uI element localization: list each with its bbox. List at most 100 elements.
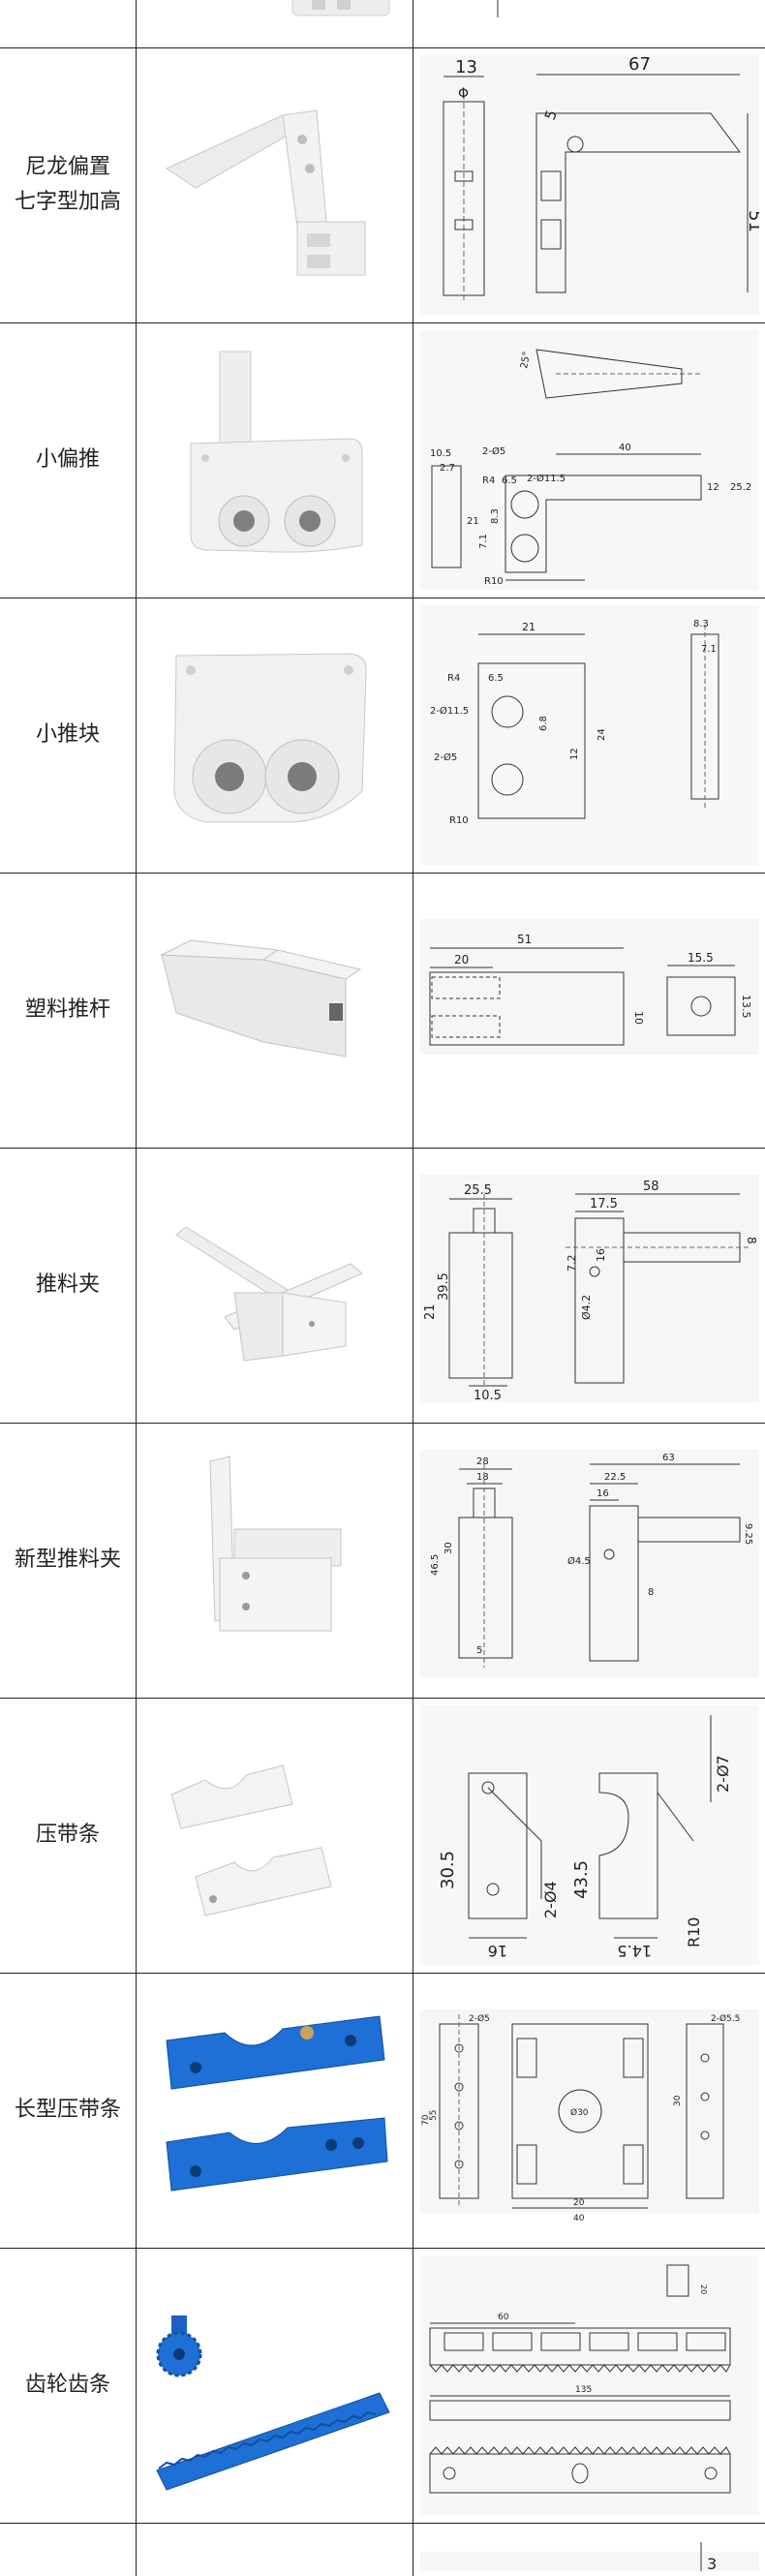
column-divider — [136, 0, 137, 2576]
table-row: 尼龙偏置 七字型加高 13 Φ — [0, 47, 765, 322]
svg-text:3: 3 — [707, 2555, 717, 2571]
table-row: 压带条 30.5 2-Ø4 16 43.5 — [0, 1698, 765, 1973]
table-row — [0, 0, 765, 47]
technical-drawing: 25.5 21 39.5 10.5 58 17.5 8 7.2 16 Ø4. — [414, 1148, 765, 1423]
svg-text:30: 30 — [444, 1542, 454, 1554]
product-name: 小偏推 — [35, 446, 100, 472]
product-name: 塑料推杆 — [24, 997, 110, 1022]
svg-text:Ø30: Ø30 — [570, 2107, 589, 2118]
product-photo — [138, 2523, 413, 2576]
svg-text:25.5: 25.5 — [464, 1183, 492, 1198]
technical-drawing — [414, 0, 765, 47]
product-name: 尼龙偏置 七字型加高 — [14, 154, 121, 214]
svg-text:43.5: 43.5 — [571, 1860, 592, 1899]
product-photo — [138, 1148, 413, 1423]
table-row: 齿轮齿条 20 60 — [0, 2248, 765, 2523]
svg-text:R4: R4 — [482, 475, 495, 486]
svg-text:24: 24 — [597, 728, 607, 741]
svg-text:40: 40 — [619, 443, 631, 453]
svg-text:Φ: Φ — [458, 86, 469, 102]
product-name: 齿轮齿条 — [24, 2372, 110, 2397]
product-photo — [138, 1423, 413, 1698]
svg-text:2-Ø5: 2-Ø5 — [469, 2013, 490, 2024]
technical-drawing: 3 — [414, 2523, 765, 2576]
table-row: 长型压带条 2-Ø5 70 — [0, 1973, 765, 2248]
svg-text:18: 18 — [476, 1472, 489, 1483]
svg-text:Ø4.5: Ø4.5 — [567, 1555, 591, 1567]
row-divider — [0, 1698, 765, 1699]
technical-drawing: 21 R4 6.5 2-Ø11.5 6.8 24 12 2-Ø5 R10 8.3… — [414, 598, 765, 873]
svg-text:60: 60 — [498, 2313, 509, 2322]
svg-text:8.3: 8.3 — [490, 508, 501, 524]
svg-text:6.8: 6.8 — [538, 716, 549, 731]
svg-text:R10: R10 — [685, 1917, 703, 1947]
svg-text:63: 63 — [662, 1453, 675, 1463]
svg-text:10.5: 10.5 — [430, 448, 451, 459]
svg-text:20: 20 — [699, 2285, 708, 2294]
row-divider — [0, 322, 765, 323]
product-photo — [138, 47, 413, 322]
technical-drawing: 51 20 10 15.5 13.5 — [414, 873, 765, 1148]
product-photo — [138, 2248, 413, 2523]
svg-text:30: 30 — [673, 2095, 683, 2106]
technical-drawing: 30.5 2-Ø4 16 43.5 R10 2-Ø7 14.5 — [414, 1698, 765, 1973]
product-photo — [138, 873, 413, 1148]
svg-text:25.2: 25.2 — [730, 482, 751, 493]
svg-text:R10: R10 — [449, 815, 469, 826]
product-name: 小推块 — [35, 721, 100, 747]
svg-text:12: 12 — [707, 482, 719, 493]
svg-text:20: 20 — [573, 2198, 585, 2208]
svg-text:40: 40 — [573, 2214, 585, 2223]
product-name: 推料夹 — [35, 1272, 100, 1297]
svg-text:7.2: 7.2 — [566, 1255, 578, 1273]
svg-text:21: 21 — [423, 1303, 438, 1320]
svg-text:2-Ø11.5: 2-Ø11.5 — [527, 473, 566, 484]
svg-text:8: 8 — [745, 1237, 758, 1244]
row-divider — [0, 2248, 765, 2249]
row-divider — [0, 873, 765, 874]
svg-text:R10: R10 — [484, 576, 504, 587]
svg-text:9.25: 9.25 — [743, 1523, 753, 1545]
svg-text:67: 67 — [628, 55, 651, 75]
product-photo — [138, 598, 413, 873]
svg-text:R4: R4 — [447, 673, 460, 684]
product-name — [0, 0, 136, 47]
product-photo — [138, 1698, 413, 1973]
svg-text:16: 16 — [595, 1248, 607, 1262]
svg-text:51: 51 — [517, 933, 532, 946]
svg-text:2-Ø5: 2-Ø5 — [434, 751, 457, 763]
product-photo — [138, 1973, 413, 2248]
svg-text:21: 21 — [522, 621, 536, 633]
svg-text:2-Ø11.5: 2-Ø11.5 — [430, 705, 469, 717]
svg-text:46.5: 46.5 — [430, 1554, 441, 1576]
svg-text:51: 51 — [745, 210, 759, 232]
table-row: 小偏推 25° 10.5 2.7 21 — [0, 322, 765, 598]
svg-text:39.5: 39.5 — [437, 1273, 451, 1301]
product-photo — [138, 322, 413, 598]
table-row: 3 — [0, 2523, 765, 2576]
row-divider — [0, 1973, 765, 1974]
technical-drawing: 2-Ø5 70 55 Ø30 20 40 2-Ø5.5 30 — [414, 1973, 765, 2248]
svg-text:Ø4.2: Ø4.2 — [580, 1295, 593, 1320]
svg-text:16: 16 — [488, 1942, 507, 1960]
svg-text:10: 10 — [632, 1011, 645, 1025]
svg-text:10.5: 10.5 — [474, 1389, 502, 1403]
svg-text:21: 21 — [467, 516, 479, 527]
table-row: 新型推料夹 28 18 46.5 30 5 — [0, 1423, 765, 1698]
svg-text:2-Ø5: 2-Ø5 — [482, 445, 505, 457]
product-name — [0, 2523, 136, 2576]
svg-text:8.3: 8.3 — [693, 619, 709, 629]
table-row: 推料夹 25.5 21 39.5 10.5 — [0, 1148, 765, 1423]
table-row: 塑料推杆 51 20 10 1 — [0, 873, 765, 1148]
product-name: 长型压带条 — [14, 2097, 121, 2122]
technical-drawing: 25° 10.5 2.7 21 40 2-Ø5 R4 6.5 2-Ø11.5 8… — [414, 322, 765, 598]
svg-text:8: 8 — [648, 1587, 654, 1598]
technical-drawing: 28 18 46.5 30 5 63 22.5 16 9.25 Ø4.5 — [414, 1423, 765, 1698]
svg-text:16: 16 — [597, 1488, 609, 1499]
svg-text:135: 135 — [575, 2385, 592, 2395]
svg-text:17.5: 17.5 — [590, 1197, 618, 1211]
svg-text:55: 55 — [429, 2110, 439, 2121]
svg-text:22.5: 22.5 — [604, 1472, 626, 1483]
svg-text:25°: 25° — [519, 351, 533, 369]
